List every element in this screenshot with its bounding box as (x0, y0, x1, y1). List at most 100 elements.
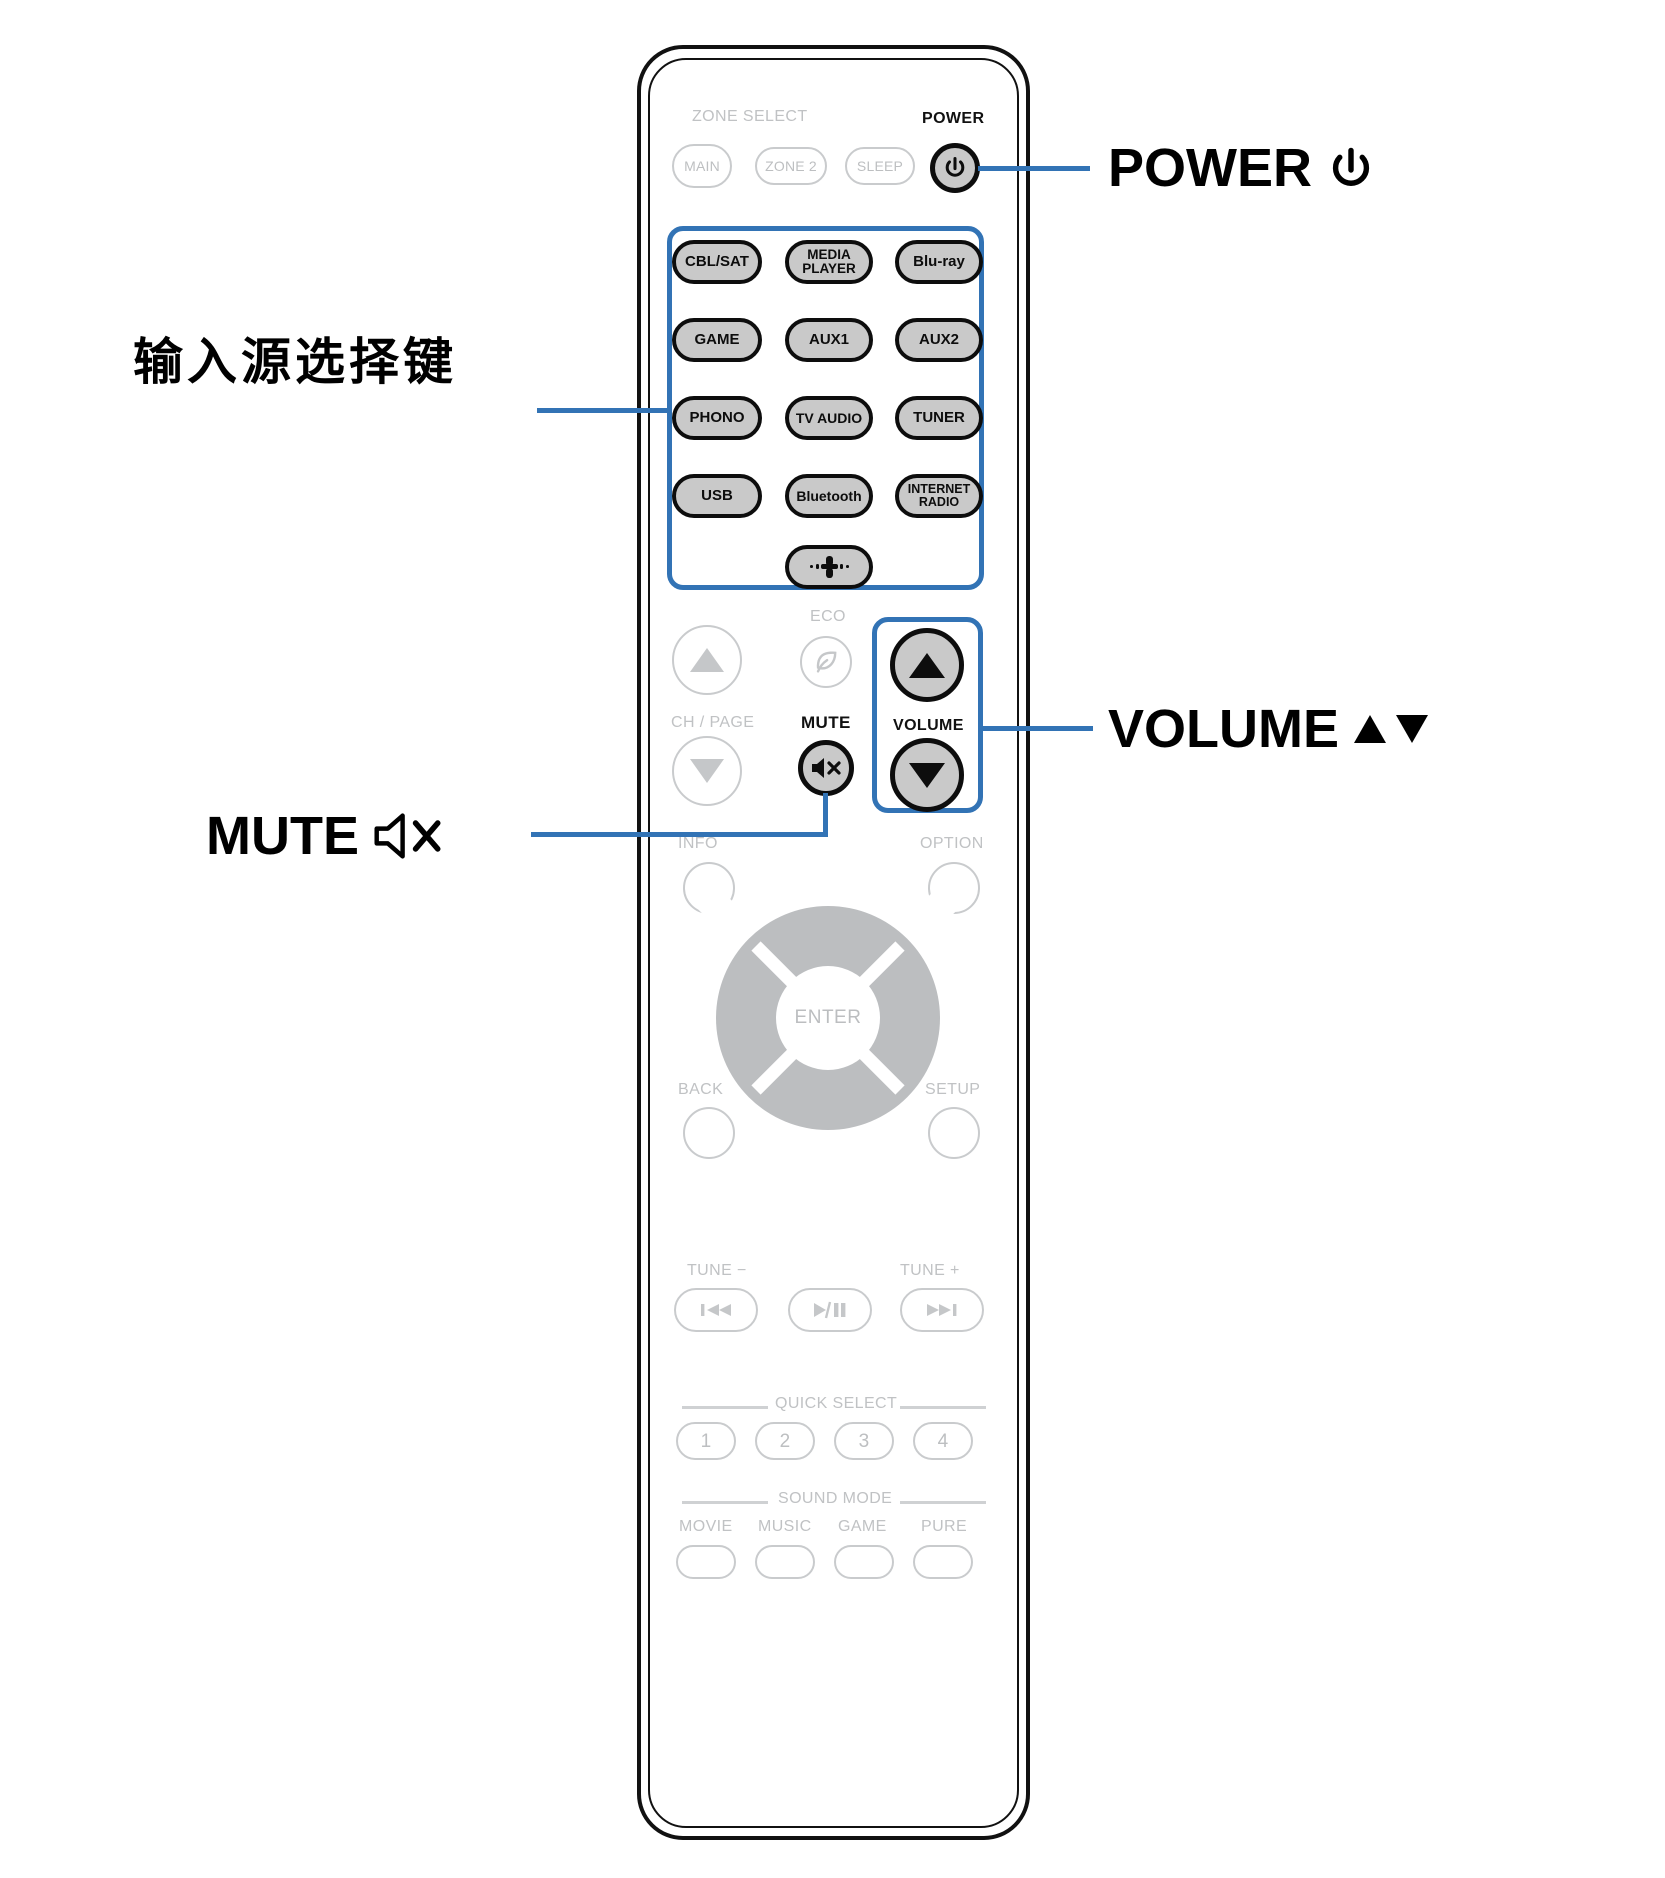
dpad-down-icon (813, 1088, 843, 1108)
play-pause-icon (814, 1301, 846, 1319)
skip-previous-icon (701, 1304, 731, 1316)
ch-page-up-button[interactable] (672, 625, 742, 695)
quick-select-4-button[interactable]: 4 (913, 1422, 973, 1460)
input-source-leader-line (537, 408, 671, 413)
source-game-button[interactable]: GAME (672, 318, 762, 362)
callout-mute-text: MUTE (206, 806, 359, 866)
volume-down-icon (909, 762, 945, 788)
play-pause-button[interactable] (788, 1288, 872, 1332)
mute-button[interactable] (798, 740, 854, 796)
source-cbl-sat-label: CBL/SAT (685, 253, 749, 271)
mute-leader-line-horizontal (531, 832, 828, 837)
sound-mode-music-label: MUSIC (758, 1518, 812, 1535)
dpad-left-icon (738, 1003, 758, 1033)
quick-select-2-label: 2 (779, 1430, 791, 1452)
source-phono-button[interactable]: PHONO (672, 396, 762, 440)
source-aux2-label: AUX2 (918, 331, 959, 349)
skip-next-button[interactable] (900, 1288, 984, 1332)
setup-label: SETUP (925, 1081, 981, 1098)
source-aux1-label: AUX1 (808, 331, 849, 349)
sound-mode-music-button[interactable] (755, 1545, 815, 1579)
callout-input-source: 输入源选择键 (133, 322, 457, 394)
power-button[interactable] (930, 143, 980, 193)
back-label: BACK (678, 1081, 724, 1098)
sound-mode-game-label: GAME (838, 1518, 887, 1535)
ch-page-label: CH / PAGE (671, 714, 755, 731)
source-tuner-label: TUNER (913, 409, 965, 427)
sound-mode-game-button[interactable] (834, 1545, 894, 1579)
source-internet-radio-label-line1: INTERNET (907, 482, 971, 497)
sound-mode-pure-button[interactable] (913, 1545, 973, 1579)
tune-plus-label: TUNE + (900, 1262, 960, 1279)
callout-volume: VOLUME (1108, 698, 1429, 760)
source-phono-label: PHONO (689, 409, 745, 427)
quick-select-1-button[interactable]: 1 (676, 1422, 736, 1460)
mute-speaker-glyph-icon (374, 813, 441, 859)
quick-select-3-button[interactable]: 3 (834, 1422, 894, 1460)
callout-mute: MUTE (206, 805, 447, 867)
power-label: POWER (922, 110, 985, 127)
source-bluetooth-button[interactable]: Bluetooth (785, 474, 873, 518)
leaf-icon (816, 651, 837, 673)
volume-up-icon (909, 652, 945, 678)
source-game-label: GAME (694, 331, 740, 349)
volume-label: VOLUME (893, 717, 964, 734)
source-blu-ray-button[interactable]: Blu-ray (895, 240, 983, 284)
quick-select-4-label: 4 (937, 1430, 949, 1452)
source-aux1-button[interactable]: AUX1 (785, 318, 873, 362)
source-media-player-label-line1: MEDIA (807, 247, 851, 263)
ch-page-up-icon (690, 648, 724, 672)
callout-volume-text: VOLUME (1108, 699, 1340, 759)
source-cbl-sat-button[interactable]: CBL/SAT (672, 240, 762, 284)
source-usb-button[interactable]: USB (672, 474, 762, 518)
callout-power: POWER (1108, 137, 1376, 199)
source-media-player-label-line2: PLAYER (802, 261, 856, 276)
power-leader-line (978, 166, 1090, 171)
quick-select-label: QUICK SELECT (775, 1395, 898, 1412)
source-tuner-button[interactable]: TUNER (895, 396, 983, 440)
eco-button[interactable] (800, 636, 852, 688)
power-icon (1332, 147, 1370, 186)
tune-minus-label: TUNE − (687, 1262, 747, 1279)
mute-leader-line-vertical (823, 793, 828, 837)
sound-mode-movie-label: MOVIE (679, 1518, 733, 1535)
sound-mode-label: SOUND MODE (778, 1490, 893, 1507)
callout-power-text: POWER (1108, 138, 1313, 198)
dpad-right-icon (898, 1003, 918, 1033)
source-media-player-button[interactable]: MEDIA PLAYER (785, 240, 873, 284)
dpad-cluster[interactable]: ENTER (694, 884, 962, 1152)
enter-button[interactable]: ENTER (776, 966, 880, 1070)
mute-label: MUTE (801, 713, 851, 732)
source-tv-audio-label: TV AUDIO (795, 409, 863, 426)
zone-main-button[interactable]: MAIN (672, 144, 732, 188)
heos-button[interactable] (785, 545, 873, 589)
zone-2-label: ZONE 2 (765, 158, 817, 174)
mute-speaker-icon (812, 758, 841, 778)
source-blu-ray-label: Blu-ray (913, 253, 965, 271)
source-tv-audio-button[interactable]: TV AUDIO (785, 396, 873, 440)
ch-page-down-button[interactable] (672, 736, 742, 806)
volume-up-button[interactable] (890, 628, 964, 702)
back-button[interactable] (683, 1107, 735, 1159)
source-bluetooth-label: Bluetooth (796, 487, 862, 504)
zone-main-label: MAIN (684, 158, 720, 174)
option-label: OPTION (920, 835, 984, 852)
dpad-up-icon (813, 928, 843, 948)
quick-select-1-label: 1 (700, 1430, 712, 1452)
source-internet-radio-button[interactable]: INTERNET RADIO (895, 474, 983, 518)
source-aux2-button[interactable]: AUX2 (895, 318, 983, 362)
heos-sound-icon (810, 556, 849, 578)
zone-2-button[interactable]: ZONE 2 (755, 147, 827, 185)
power-icon (945, 156, 965, 177)
quick-select-2-button[interactable]: 2 (755, 1422, 815, 1460)
sleep-button[interactable]: SLEEP (845, 147, 915, 185)
sound-mode-movie-button[interactable] (676, 1545, 736, 1579)
volume-updown-icon (1354, 715, 1429, 743)
callout-input-source-text: 输入源选择键 (133, 333, 457, 391)
skip-previous-button[interactable] (674, 1288, 758, 1332)
source-usb-label: USB (701, 487, 733, 505)
volume-down-button[interactable] (890, 738, 964, 812)
ch-page-down-icon (690, 759, 724, 783)
setup-button[interactable] (928, 1107, 980, 1159)
zone-select-label: ZONE SELECT (692, 108, 808, 125)
